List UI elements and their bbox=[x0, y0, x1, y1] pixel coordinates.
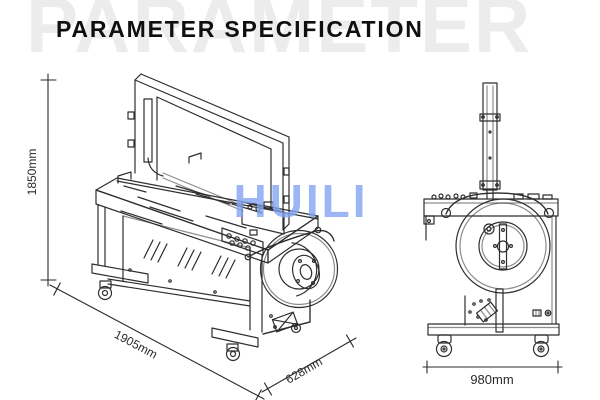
arch-strap-track bbox=[143, 98, 164, 177]
cabinet-vents bbox=[143, 239, 236, 279]
table-slots bbox=[120, 185, 263, 229]
right-leg-caster bbox=[211, 327, 259, 362]
strapping-arch bbox=[127, 73, 290, 231]
dimension-height: 1850mm bbox=[25, 73, 57, 287]
side-table bbox=[423, 192, 559, 225]
dimension-label-side-width: 980mm bbox=[470, 372, 513, 387]
strap-dispenser bbox=[269, 311, 302, 334]
dimension-label-length: 1905mm bbox=[112, 327, 160, 361]
control-panel-buttons bbox=[221, 227, 264, 256]
dimension-label-height: 1850mm bbox=[25, 149, 39, 196]
handle-bracket bbox=[244, 226, 335, 261]
side-base bbox=[427, 323, 560, 336]
strap-coil bbox=[259, 229, 339, 309]
side-coil bbox=[455, 198, 551, 294]
side-casters bbox=[435, 334, 550, 358]
machine-cabinet bbox=[107, 215, 251, 307]
coil-hub bbox=[291, 254, 321, 290]
page-title: PARAMETER SPECIFICATION bbox=[56, 16, 424, 42]
brand-watermark-text: HUILI bbox=[233, 175, 368, 227]
isometric-view-drawing bbox=[91, 73, 339, 362]
side-view-drawing bbox=[423, 82, 560, 358]
left-leg-caster bbox=[91, 204, 149, 301]
dimension-depth: 628mm bbox=[261, 334, 357, 396]
side-column bbox=[479, 82, 501, 200]
dimension-side-width: 980mm bbox=[422, 360, 563, 387]
dimension-label-depth: 628mm bbox=[283, 354, 325, 386]
side-handle bbox=[440, 192, 555, 219]
side-cabinet bbox=[425, 215, 557, 333]
background-watermark-text: PARAMETER bbox=[26, 0, 533, 69]
